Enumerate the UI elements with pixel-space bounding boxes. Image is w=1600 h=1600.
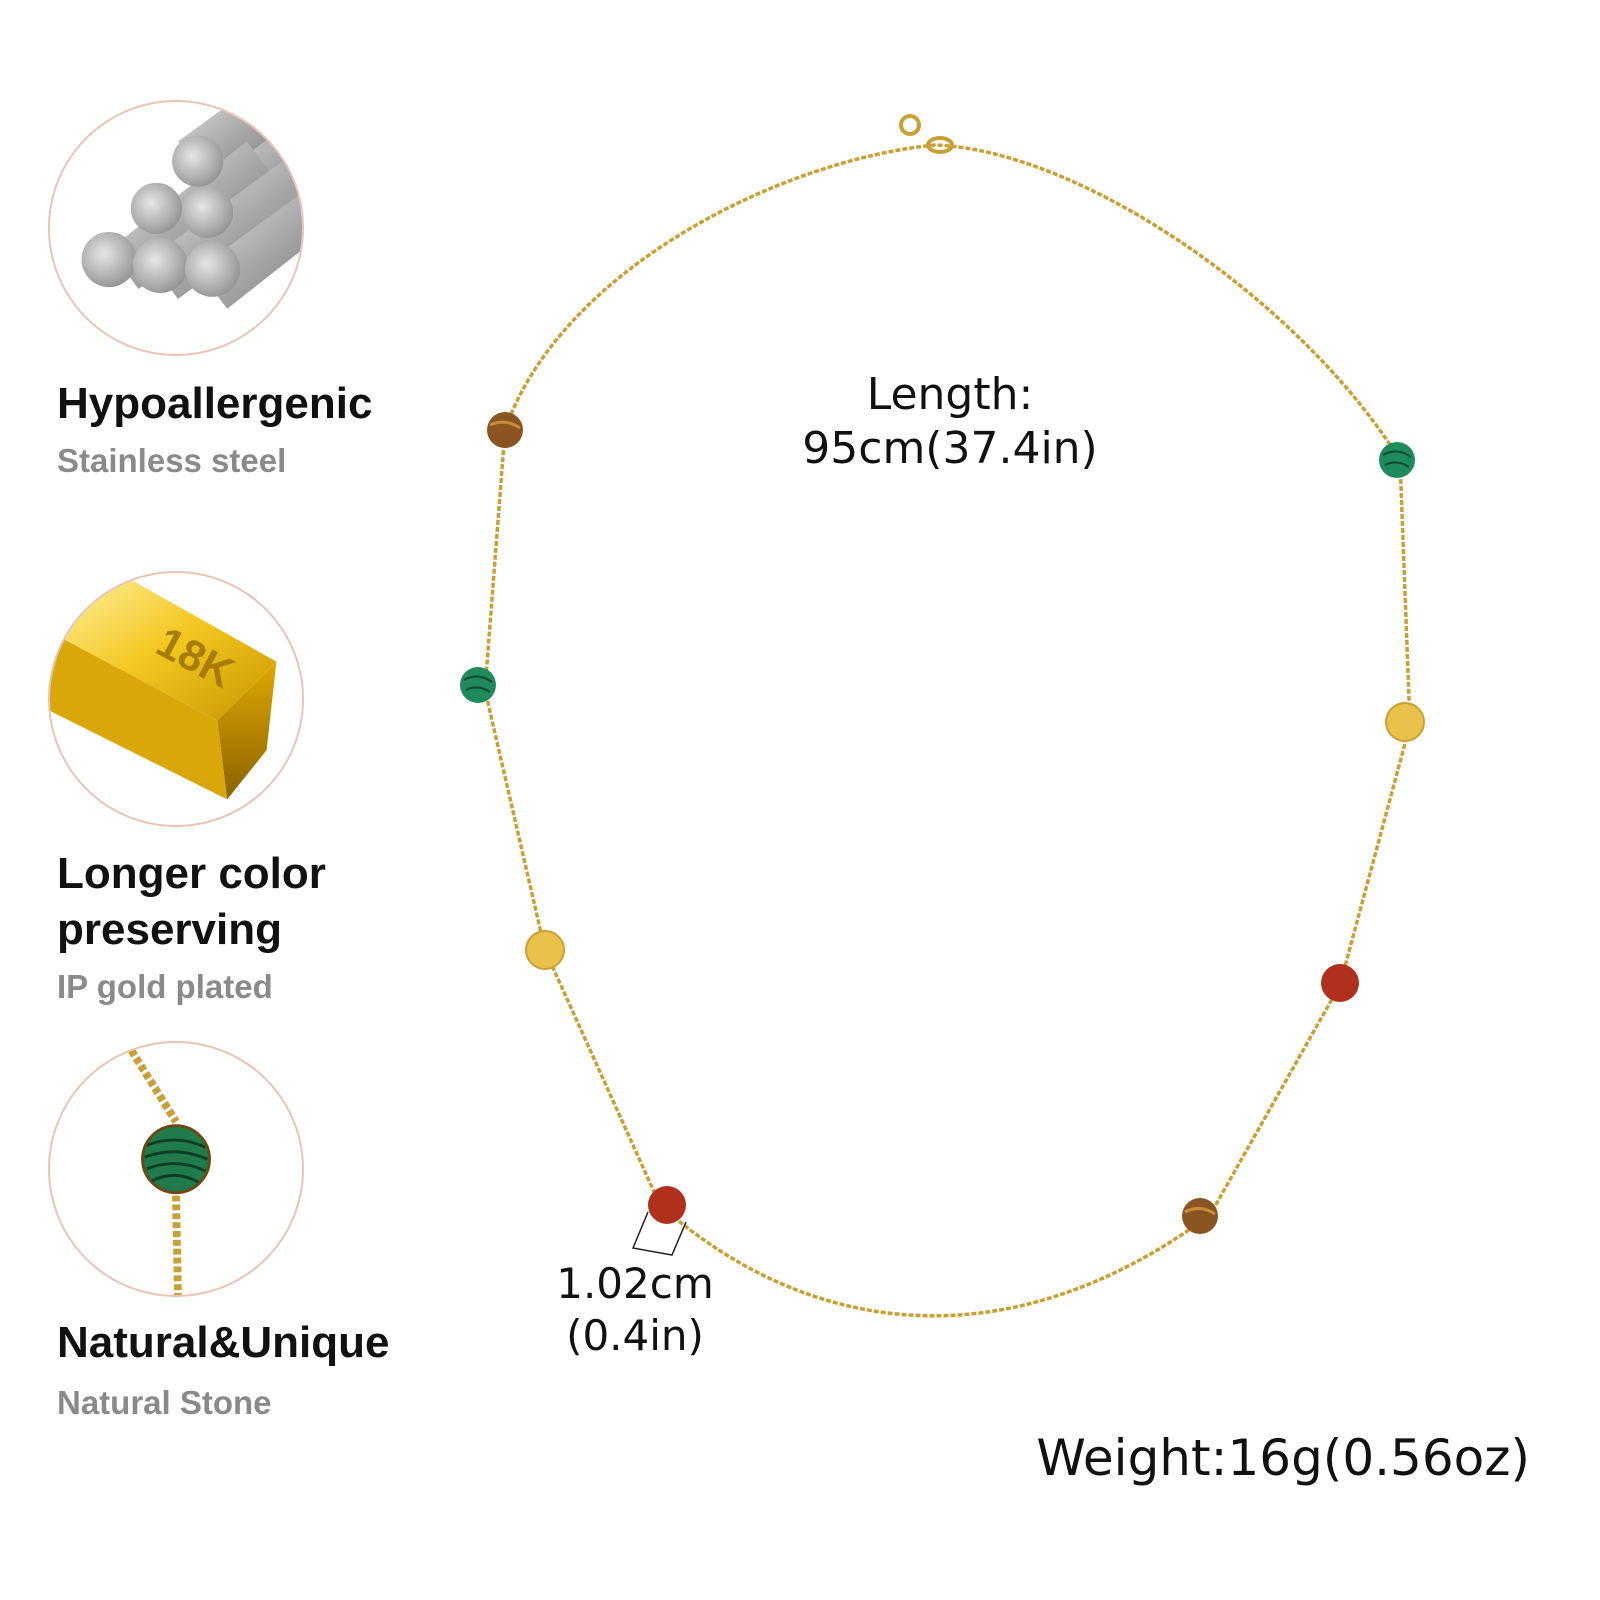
malachite-stone-icon: [123, 1043, 211, 1295]
pendant-size-in: (0.4in): [566, 1311, 704, 1360]
stone-red-jasper: [648, 1186, 686, 1224]
feature-subtitle-ip-gold: IP gold plated: [57, 968, 273, 1005]
weight-annotation: Weight:16g(0.56oz): [1036, 1429, 1530, 1487]
stone-tiger-eye: [1182, 1198, 1218, 1234]
length-label: Length:: [866, 369, 1034, 420]
stone-malachite: [460, 667, 496, 703]
pendant-size-cm: 1.02cm: [556, 1259, 714, 1308]
feature-subtitle-natural-stone: Natural Stone: [57, 1384, 272, 1421]
gold-bar-image: 18K: [48, 571, 304, 827]
length-annotation: Length: 95cm(37.4in): [790, 368, 1110, 476]
pendant-size-annotation: 1.02cm (0.4in): [540, 1258, 730, 1362]
length-value: 95cm(37.4in): [802, 423, 1098, 474]
malachite-stone-image: [48, 1041, 304, 1297]
stone-malachite: [1379, 442, 1415, 478]
clasp: [899, 114, 954, 154]
feature-subtitle-stainless-steel: Stainless steel: [57, 442, 287, 479]
feature-title-hypoallergenic: Hypoallergenic: [57, 379, 373, 428]
steel-rods-icon: [81, 102, 302, 309]
gold-disc: [525, 930, 565, 970]
feature-title-natural-unique: Natural&Unique: [57, 1318, 390, 1367]
stone-tiger-eye: [487, 412, 523, 448]
gold-bar-icon: 18K: [50, 573, 277, 800]
stone-red-jasper: [1321, 964, 1359, 1002]
necklace-chain: [483, 143, 1412, 1318]
steel-rods-image: [48, 100, 304, 356]
pendant-size-guide: [631, 1211, 687, 1256]
feature-title-color-preserving: Longer color preserving: [57, 849, 326, 954]
gold-disc: [1385, 702, 1425, 742]
